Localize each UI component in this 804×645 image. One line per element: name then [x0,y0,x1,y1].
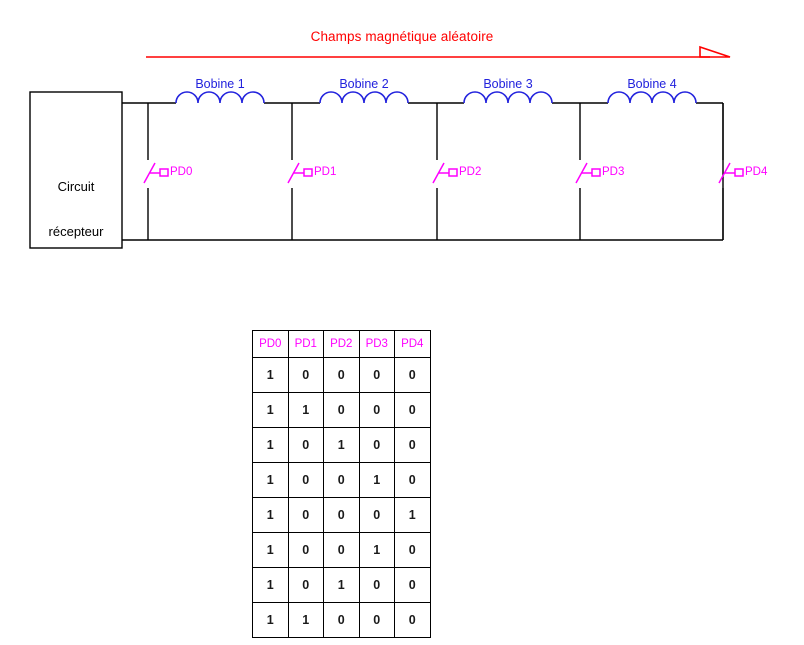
table-cell: 0 [287,567,324,603]
coil-bobine-3 [463,91,553,104]
column-header-pd4: PD4 [394,330,431,358]
coil-label-bobine-2: Bobine 2 [339,77,389,91]
coil-bobine-2 [319,91,409,104]
table-cell: 1 [394,497,431,533]
coil-label-bobine-3: Bobine 3 [483,77,533,91]
table-cell: 0 [323,357,360,393]
table-cell: 0 [394,357,431,393]
table-cell: 0 [287,427,324,463]
table-cell: 0 [287,462,324,498]
table-cell: 0 [287,497,324,533]
coil-bobine-1 [175,91,265,104]
table-cell: 1 [323,427,360,463]
switch-symbol-pd0[interactable] [143,162,169,184]
receiver-circuit-label-line1: Circuit [57,178,95,194]
column-header-pd2: PD2 [323,330,360,358]
table-row: 1 0 0 1 0 [252,462,431,498]
switch-symbol-pd1[interactable] [287,162,313,184]
table-cell: 0 [323,532,360,568]
table-cell: 1 [252,427,289,463]
circuit-wires [122,102,724,241]
table-cell: 0 [358,357,395,393]
table-row: 1 0 0 0 0 [252,357,431,393]
table-cell: 1 [287,602,324,638]
circuit-schematic [29,45,744,249]
column-header-pd0: PD0 [252,330,289,358]
table-cell: 0 [323,602,360,638]
table-cell: 0 [358,497,395,533]
coil-bobine-4 [607,91,697,104]
receiver-circuit-label-line2: récepteur [48,223,104,239]
table-cell: 1 [358,532,395,568]
receiver-circuit-label: Circuit récepteur [30,150,122,270]
coil-label-bobine-1: Bobine 1 [195,77,245,91]
magnetic-field-arrow [146,45,731,58]
table-row: 1 1 0 0 0 [252,392,431,428]
table-cell: 1 [252,567,289,603]
table-cell: 0 [323,392,360,428]
table-cell: 1 [323,567,360,603]
magnetic-field-title: Champs magnétique aléatoire [310,29,494,44]
table-cell: 1 [252,392,289,428]
column-header-pd3: PD3 [358,330,395,358]
table-cell: 1 [287,392,324,428]
table-cell: 0 [287,357,324,393]
table-cell: 0 [394,427,431,463]
switch-symbol-pd3[interactable] [575,162,601,184]
switch-symbol-pd2[interactable] [432,162,458,184]
table-cell: 1 [252,602,289,638]
switch-label-pd4: PD4 [745,166,768,178]
table-cell: 0 [394,532,431,568]
receiver-circuit-box [29,91,123,249]
table-cell: 0 [394,392,431,428]
switch-label-pd1: PD1 [314,166,337,178]
table-cell: 0 [323,497,360,533]
switch-symbol-pd4[interactable] [718,162,744,184]
truth-table: PD0 PD1 PD2 PD3 PD4 1 0 0 0 0 1 1 0 0 0 [252,330,431,638]
table-cell: 1 [252,357,289,393]
table-cell: 1 [358,462,395,498]
table-cell: 1 [252,532,289,568]
table-cell: 1 [252,497,289,533]
table-cell: 0 [358,427,395,463]
table-cell: 0 [394,602,431,638]
column-header-pd1: PD1 [287,330,324,358]
table-cell: 0 [358,602,395,638]
table-row: 1 0 0 0 1 [252,497,431,533]
table-cell: 1 [252,462,289,498]
table-cell: 0 [287,532,324,568]
table-header-row: PD0 PD1 PD2 PD3 PD4 [252,330,431,358]
table-cell: 0 [394,567,431,603]
table-row: 1 0 1 0 0 [252,427,431,463]
table-row: 1 0 1 0 0 [252,567,431,603]
table-cell: 0 [394,462,431,498]
switch-label-pd2: PD2 [459,166,482,178]
table-row: 1 0 0 1 0 [252,532,431,568]
table-cell: 0 [323,462,360,498]
switch-label-pd3: PD3 [602,166,625,178]
switch-label-pd0: PD0 [170,166,193,178]
table-row: 1 1 0 0 0 [252,602,431,638]
table-cell: 0 [358,392,395,428]
coil-label-bobine-4: Bobine 4 [627,77,677,91]
table-cell: 0 [358,567,395,603]
